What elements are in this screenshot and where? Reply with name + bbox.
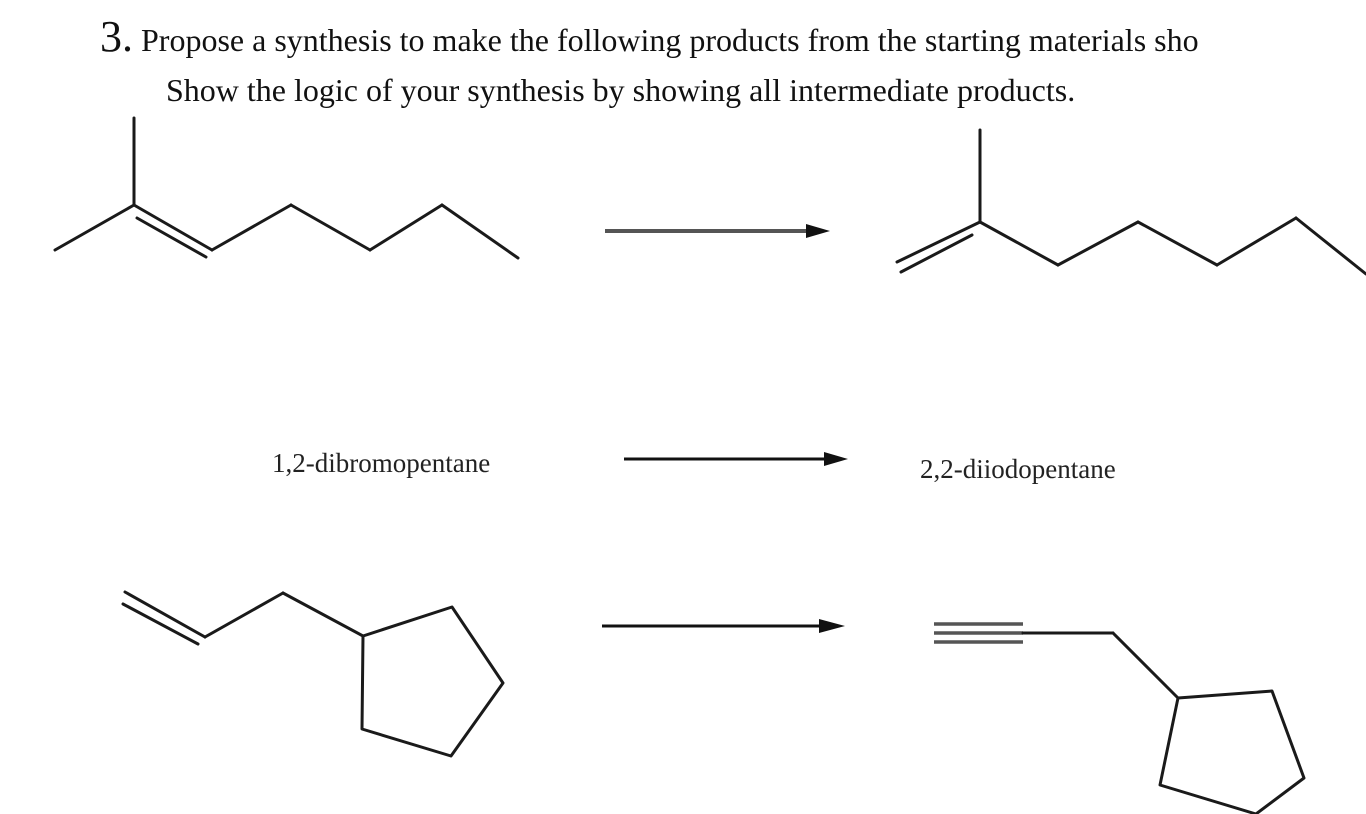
bond <box>895 220 982 264</box>
bond <box>440 203 520 260</box>
cyclopentane-ring <box>1158 689 1306 814</box>
2-methyl-1-hexene-structure-icon <box>895 128 1366 276</box>
bond <box>1215 216 1298 267</box>
bond <box>1294 216 1366 276</box>
bond <box>281 591 365 638</box>
bond <box>53 203 136 252</box>
arrowhead-icon <box>819 619 845 633</box>
arrowhead-icon <box>806 224 830 238</box>
bond <box>123 590 207 639</box>
reaction-arrow-2 <box>624 452 848 466</box>
reaction-arrow-3 <box>602 619 845 633</box>
starting-material-name: 1,2-dibromopentane <box>272 448 491 478</box>
cyclopentane-ring <box>360 605 505 758</box>
bond <box>978 220 1060 267</box>
2-methyl-2-hexene-structure-icon <box>53 116 520 260</box>
reaction-arrow-1 <box>605 224 830 238</box>
bond <box>132 203 214 252</box>
arrowhead-icon <box>824 452 848 466</box>
bond <box>1111 631 1180 700</box>
propargylcyclopentane-structure-icon <box>934 622 1306 814</box>
allylcyclopentane-structure-icon <box>121 590 505 758</box>
double-bond-line <box>135 216 208 259</box>
question-prompt-line2: Show the logic of your synthesis by show… <box>166 72 1076 108</box>
bond <box>1056 220 1140 267</box>
bond <box>203 591 285 639</box>
bond <box>368 203 444 252</box>
product-name: 2,2-diiodopentane <box>920 454 1116 484</box>
bond <box>1136 220 1219 267</box>
double-bond-line <box>899 233 974 274</box>
bond <box>289 203 372 252</box>
question-prompt-line1: Propose a synthesis to make the followin… <box>141 22 1199 58</box>
bond <box>210 203 293 252</box>
double-bond-line <box>121 602 200 646</box>
question-header: 3. Propose a synthesis to make the follo… <box>100 12 1366 62</box>
question-number: 3. <box>100 12 133 61</box>
